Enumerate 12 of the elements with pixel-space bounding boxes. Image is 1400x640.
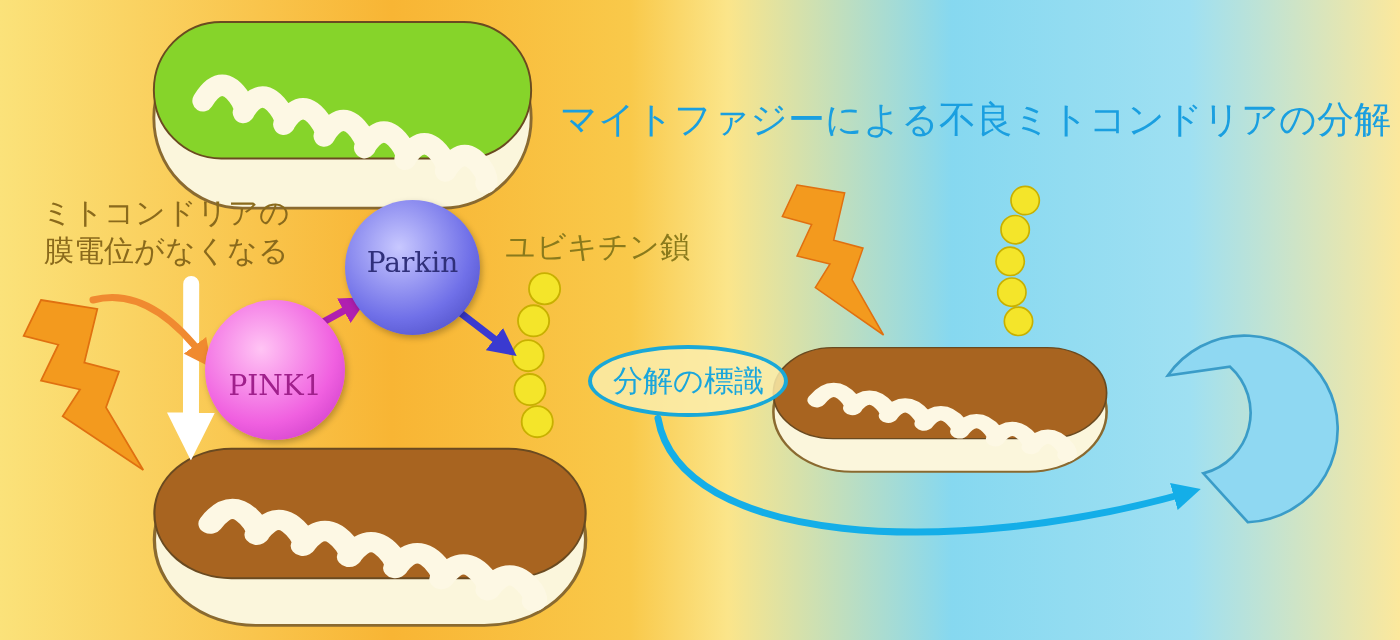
protein-label: Parkin (366, 246, 459, 279)
arrow (457, 309, 517, 357)
mitochondrion-drawing (150, 445, 590, 630)
arrow (166, 276, 215, 461)
chain-label: ユビキチン鎖 (505, 228, 690, 266)
title: マイトファジーによる不良ミトコンドリアの分解 (560, 97, 1391, 143)
protein-label: PINK1 (228, 368, 322, 402)
tag-label: 分解の標識 (612, 361, 764, 400)
arrow (654, 414, 1201, 536)
protein-ball (205, 300, 345, 440)
protein-ball (345, 200, 480, 335)
mitochondrion-drawing (770, 345, 1110, 475)
